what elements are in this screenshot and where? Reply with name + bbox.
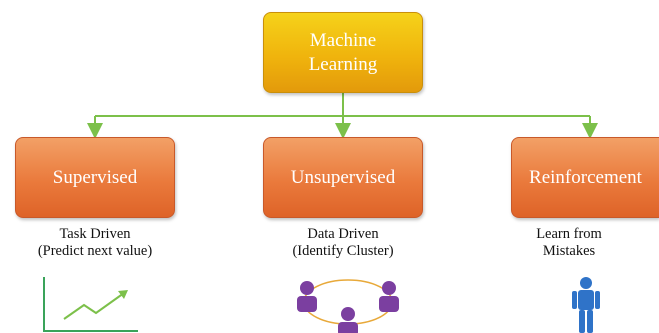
cluster-people-icon bbox=[297, 279, 399, 333]
graph-axes bbox=[43, 277, 138, 332]
unsupervised-caption-line1: Data Driven bbox=[307, 226, 379, 242]
supervised-caption-line1: Task Driven bbox=[59, 226, 131, 242]
reinforcement-label: Reinforcement bbox=[529, 166, 642, 188]
unsupervised-box: Unsupervised bbox=[263, 137, 423, 218]
root-label-line1: Machine bbox=[309, 29, 377, 51]
graph-trend-line bbox=[63, 292, 125, 320]
person-left-arm bbox=[572, 291, 577, 309]
reinforcement-caption-line2: Mistakes bbox=[542, 243, 596, 260]
person-right-arm bbox=[595, 291, 600, 309]
unsupervised-label: Unsupervised bbox=[290, 166, 396, 188]
graph-arrow-head bbox=[118, 290, 128, 299]
person-left-icon bbox=[297, 281, 317, 312]
unsupervised-caption: Data Driven (Identify Cluster) bbox=[253, 226, 433, 261]
reinforcement-caption-line1: Learn from bbox=[536, 226, 602, 242]
person-torso bbox=[578, 290, 594, 310]
person-left-leg bbox=[579, 310, 585, 333]
reinforcement-caption: Learn from Mistakes bbox=[514, 226, 624, 261]
person-right-icon bbox=[379, 281, 399, 312]
reinforcement-box: Reinforcement bbox=[511, 137, 659, 218]
supervised-caption-line2: (Predict next value) bbox=[37, 243, 153, 260]
person-right-leg bbox=[587, 310, 593, 333]
supervised-box: Supervised bbox=[15, 137, 175, 218]
person-icon bbox=[572, 277, 600, 333]
person-head bbox=[580, 277, 592, 289]
supervised-caption: Task Driven (Predict next value) bbox=[5, 226, 185, 261]
person-bottom-icon bbox=[338, 307, 358, 333]
machine-learning-box: Machine Learning bbox=[263, 12, 423, 93]
unsupervised-caption-line2: (Identify Cluster) bbox=[292, 243, 394, 260]
supervised-label: Supervised bbox=[52, 166, 138, 188]
line-graph-icon bbox=[43, 277, 138, 332]
root-label-line2: Learning bbox=[308, 53, 378, 75]
